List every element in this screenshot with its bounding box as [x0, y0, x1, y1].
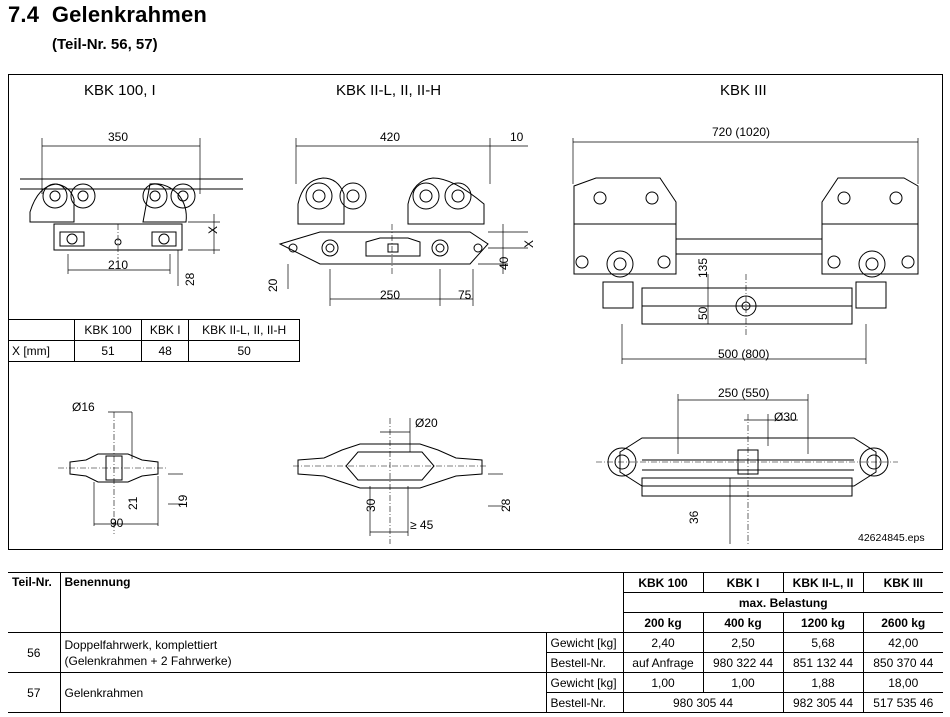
x-table-cell: 51: [73, 340, 143, 362]
table-row: Bestell-Nr. 980 305 44 982 305 44 517 53…: [8, 692, 943, 713]
x-table-header: KBK 100: [73, 319, 143, 341]
kbk100-detail-drawing: [58, 411, 183, 534]
x-dimension-table: KBK 100 KBK I KBK II-L, II, II-H X [mm] …: [8, 319, 300, 362]
dim-label: 420: [380, 130, 401, 144]
dim-label: 720 (1020): [712, 125, 771, 139]
x-table-corner: [8, 319, 75, 341]
order-cell: auf Anfrage: [622, 652, 704, 673]
kbkIII-detail-drawing: [596, 394, 898, 544]
header-name: Benennung: [59, 572, 624, 633]
technical-drawing-frame: [8, 74, 943, 550]
section-number: 7.4: [8, 2, 40, 27]
header-load: 1200 kg: [782, 612, 864, 633]
dim-label: 135: [696, 257, 710, 278]
dim-label: 75: [458, 288, 472, 302]
weight-cell: 1,88: [782, 672, 864, 693]
order-cell: 850 370 44: [862, 652, 943, 673]
dim-label: 40: [497, 256, 511, 270]
dim-label: 28: [183, 272, 197, 286]
part-name-line: Doppelfahrwerk, komplettiert: [64, 637, 218, 652]
order-cell: 517 535 46: [862, 692, 943, 713]
weight-cell: 1,00: [622, 672, 704, 693]
column-title-kbkIII: KBK III: [720, 82, 767, 99]
dim-label: X: [522, 239, 536, 248]
drawing-code: 42624845.eps: [858, 532, 925, 544]
kbkII-detail-drawing: [293, 418, 503, 544]
section-heading: 7.4 Gelenkrahmen: [8, 2, 207, 28]
kbkII-trolley-drawing: [278, 138, 528, 306]
row-label: Bestell-Nr.: [545, 692, 624, 713]
dim-label: Ø16: [72, 400, 95, 414]
dim-label: 50: [696, 306, 710, 320]
weight-cell: 18,00: [862, 672, 943, 693]
weight-cell: 42,00: [862, 632, 943, 653]
order-cell: 980 322 44: [702, 652, 784, 673]
part-number: 56: [8, 632, 61, 673]
dim-label: 36: [687, 510, 701, 524]
header-part-number: Teil-Nr.: [8, 572, 61, 633]
technical-drawing: [20, 138, 919, 544]
header-load: 200 kg: [622, 612, 704, 633]
dim-label: Ø30: [774, 410, 797, 424]
weight-cell: 2,50: [702, 632, 784, 653]
dim-label: ≥ 45: [410, 518, 434, 532]
part-name: Gelenkrahmen: [59, 672, 547, 713]
dim-label: 19: [176, 494, 190, 508]
weight-cell: 5,68: [782, 632, 864, 653]
dim-label: 90: [110, 516, 124, 530]
table-row: Bestell-Nr. auf Anfrage 980 322 44 851 1…: [8, 652, 943, 673]
dim-label: 21: [126, 496, 140, 510]
header-max-load: max. Belastung: [622, 592, 943, 613]
order-cell: 982 305 44: [782, 692, 864, 713]
x-table-header: KBK I: [141, 319, 190, 341]
part-name: Doppelfahrwerk, komplettiert (Gelenkrahm…: [59, 632, 547, 673]
row-label: Gewicht [kg]: [545, 632, 624, 653]
dim-label: 10: [510, 130, 524, 144]
part-number: 57: [8, 672, 61, 713]
dim-label: 30: [364, 498, 378, 512]
row-label: Gewicht [kg]: [545, 672, 624, 693]
x-table-cell: 50: [188, 340, 300, 362]
section-subtitle: (Teil-Nr. 56, 57): [52, 36, 158, 53]
weight-cell: 1,00: [702, 672, 784, 693]
table-row: 57 Gelenkrahmen Gewicht [kg] 1,00 1,00 1…: [8, 672, 943, 713]
header-load: 2600 kg: [862, 612, 943, 633]
dim-label: 28: [499, 498, 513, 512]
header-model: KBK I: [702, 572, 784, 593]
dim-label: 350: [108, 130, 129, 144]
header-load: 400 kg: [702, 612, 784, 633]
dim-label: 500 (800): [718, 347, 770, 361]
dim-label: 250: [380, 288, 401, 302]
kbkIII-trolley-drawing: [572, 138, 919, 364]
section-title: Gelenkrahmen: [51, 2, 208, 27]
column-title-kbkII: KBK II-L, II, II-H: [336, 82, 442, 99]
dim-label: 250 (550): [718, 386, 770, 400]
kbk100-trolley-drawing: [20, 138, 243, 286]
dim-label: Ø20: [415, 416, 438, 430]
dim-label: 210: [108, 258, 129, 272]
x-table-row-label: X [mm]: [8, 340, 75, 362]
x-table-cell: 48: [141, 340, 190, 362]
parts-table: Teil-Nr. Benennung KBK 100 KBK I KBK II-…: [8, 572, 943, 713]
order-cell: 851 132 44: [782, 652, 864, 673]
row-label: Bestell-Nr.: [545, 652, 624, 673]
dim-label: 20: [266, 278, 280, 292]
column-title-kbk100: KBK 100, I: [84, 82, 156, 99]
x-table-header: KBK II-L, II, II-H: [188, 319, 300, 341]
weight-cell: 2,40: [622, 632, 704, 653]
header-model: KBK 100: [622, 572, 704, 593]
header-model: KBK II-L, II: [782, 572, 864, 593]
order-cell: 980 305 44: [622, 692, 784, 713]
part-name-line: (Gelenkrahmen + 2 Fahrwerke): [64, 653, 232, 668]
header-model: KBK III: [862, 572, 943, 593]
dim-label: X: [206, 225, 220, 234]
table-row: 56 Doppelfahrwerk, komplettiert (Gelenkr…: [8, 632, 943, 673]
